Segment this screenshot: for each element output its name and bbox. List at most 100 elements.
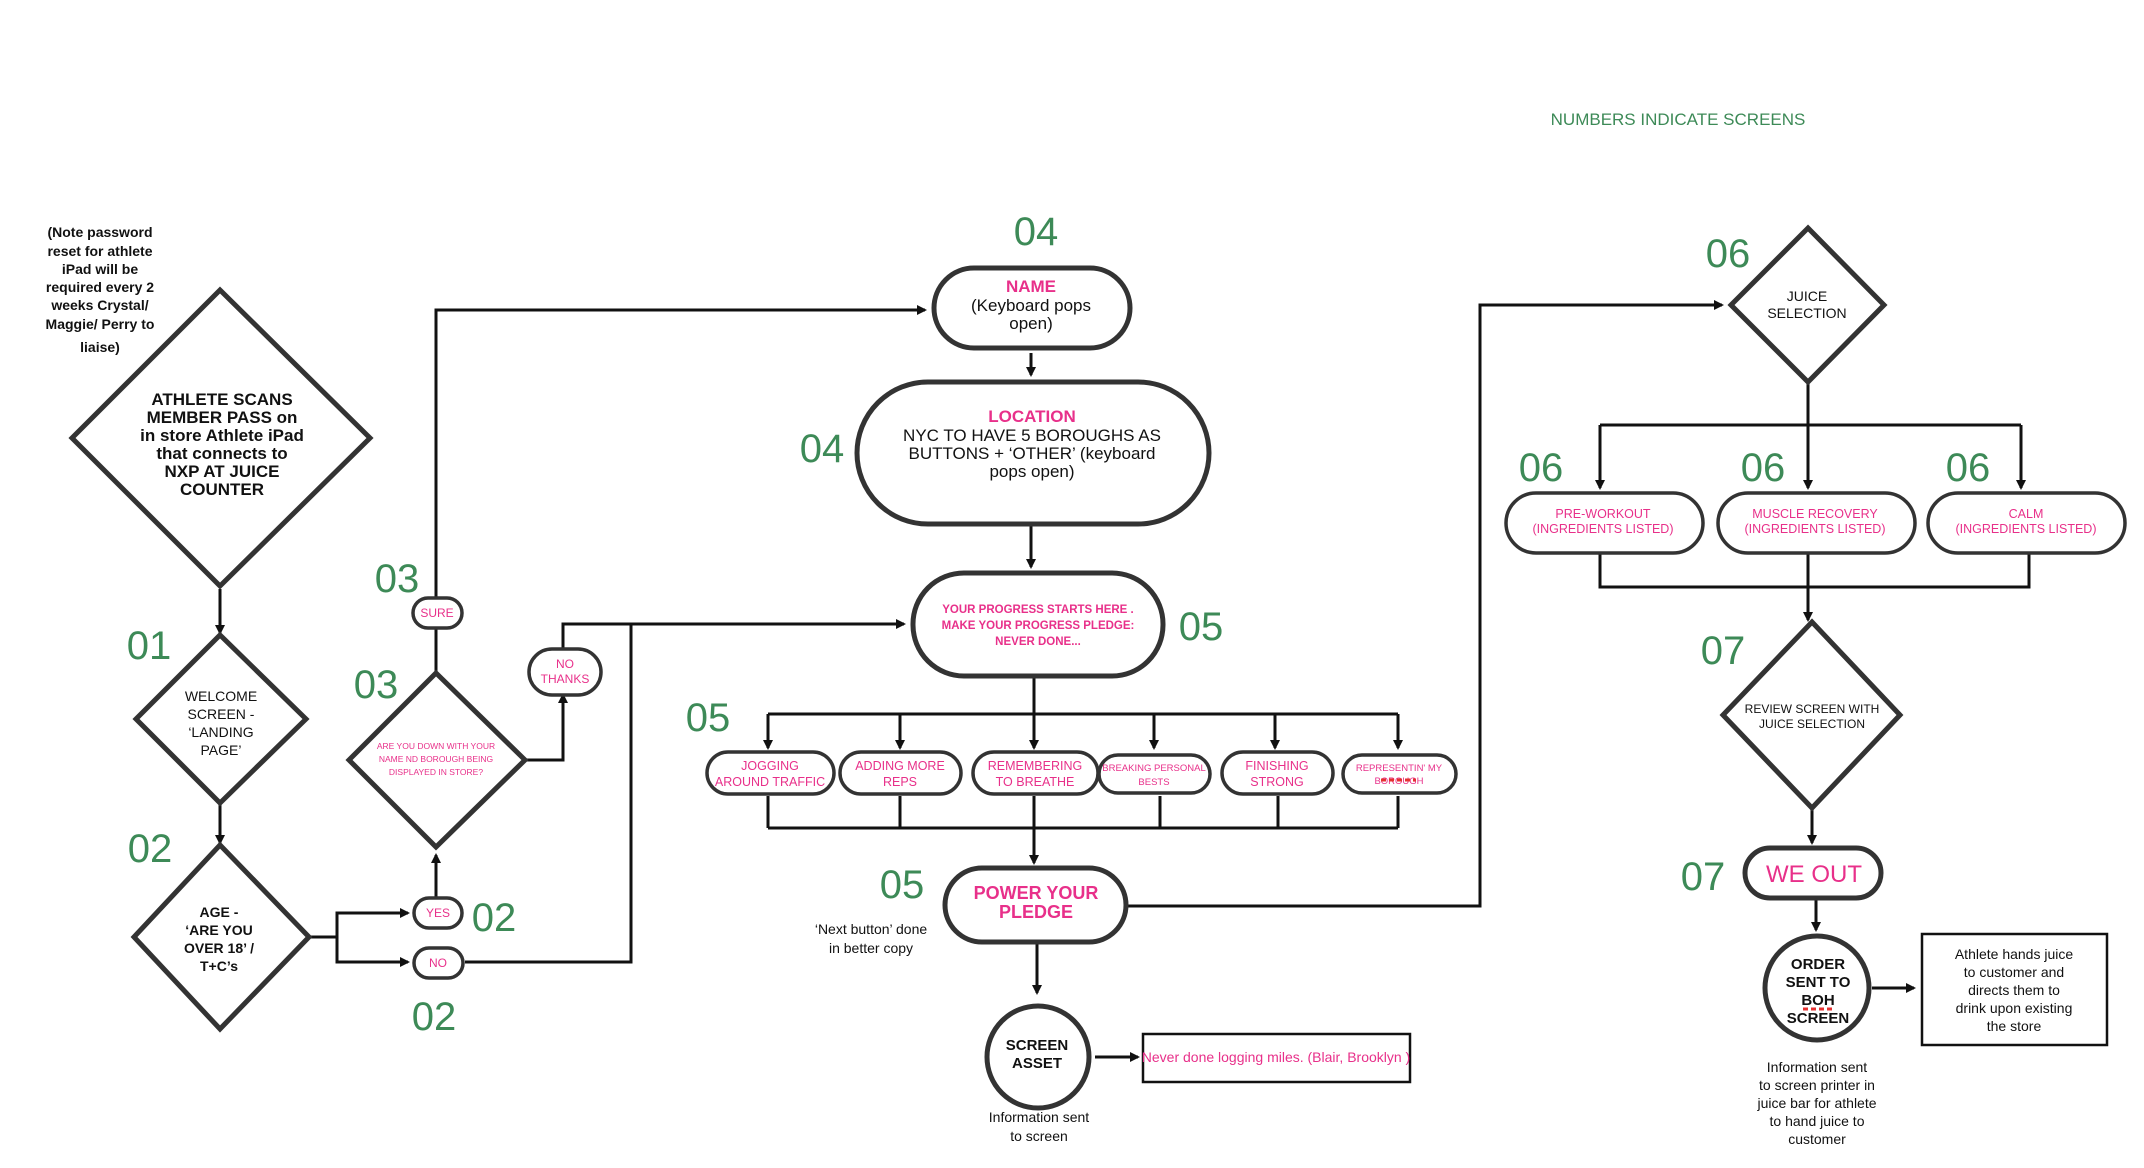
svg-text:JUICE SELECTION: JUICE SELECTION <box>1759 717 1865 731</box>
calm-label: (INGREDIENTS LISTED) <box>1956 522 2097 536</box>
svg-text:that connects to: that connects to <box>156 444 287 463</box>
screen-number: 06 <box>1946 446 1991 490</box>
svg-text:to hand juice to: to hand juice to <box>1770 1113 1865 1129</box>
option-label: TO BREATHE <box>996 775 1075 789</box>
svg-text:AGE -: AGE - <box>200 904 239 920</box>
muscle-label: (INGREDIENTS LISTED) <box>1745 522 1886 536</box>
screen-number: 03 <box>354 663 399 707</box>
note-text: (Note password reset for athlete iPad wi… <box>46 224 155 355</box>
scan-diamond <box>68 286 374 590</box>
svg-text:POWER YOUR: POWER YOUR <box>974 883 1099 903</box>
no-label: NO <box>429 956 447 970</box>
svg-text:the store: the store <box>1987 1018 2042 1034</box>
option-node-2 <box>838 750 963 796</box>
edge-no-pledge <box>465 619 906 964</box>
yes-node <box>412 896 464 930</box>
next-note-text: ‘Next button’ done in better copy <box>815 921 928 956</box>
preworkout-label: (INGREDIENTS LISTED) <box>1533 522 1674 536</box>
screen-number: 06 <box>1741 446 1786 490</box>
svg-text:MAKE YOUR PROGRESS PLEDGE:: MAKE YOUR PROGRESS PLEDGE: <box>942 620 1135 632</box>
svg-text:LOCATION: LOCATION <box>988 407 1076 426</box>
welcome-text: WELCOME SCREEN - ‘LANDING PAGE’ <box>185 688 257 758</box>
screen-asset-text: SCREEN ASSET <box>1006 1037 1069 1072</box>
screen-asset-node <box>984 1003 1092 1111</box>
svg-text:DISPLAYED IN STORE?: DISPLAYED IN STORE? <box>389 767 483 777</box>
asset-note-text: Information sent to screen <box>989 1109 1089 1144</box>
option-label: REPS <box>883 775 917 789</box>
edge-power-juice <box>1128 300 1724 908</box>
legend-text: NUMBERS INDICATE SCREENS <box>1551 110 1806 129</box>
svg-text:open): open) <box>1009 314 1052 333</box>
screen-number: 06 <box>1519 446 1564 490</box>
pledge-text: YOUR PROGRESS STARTS HERE . MAKE YOUR PR… <box>942 604 1135 648</box>
option-label: REPRESENTIN' MY <box>1356 763 1443 774</box>
svg-text:Information sent: Information sent <box>989 1109 1089 1125</box>
name-node <box>931 265 1133 351</box>
muscle-label: MUSCLE RECOVERY <box>1752 507 1878 521</box>
welcome-diamond <box>132 631 310 807</box>
age-text: AGE - ‘ARE YOU OVER 18’ / T+C’s <box>184 904 254 974</box>
edge-age-yes <box>335 908 410 937</box>
svg-text:Maggie/ Perry to: Maggie/ Perry to <box>46 316 155 332</box>
svg-text:JUICE: JUICE <box>1787 288 1827 304</box>
power-node <box>942 865 1129 945</box>
order-node <box>1762 933 1872 1043</box>
svg-text:directs them to: directs them to <box>1968 982 2060 998</box>
edge-nothanks-pledge <box>561 622 631 650</box>
scan-text: ATHLETE SCANS MEMBER PASS on in store At… <box>140 390 304 499</box>
svg-text:PLEDGE: PLEDGE <box>999 902 1073 922</box>
option-label: ADDING MORE <box>855 759 945 773</box>
edge-down-nothanks <box>525 693 568 762</box>
quote-box <box>1141 1032 1412 1084</box>
preworkout-node <box>1504 491 1705 555</box>
screen-number: 07 <box>1701 629 1746 673</box>
svg-text:YOUR PROGRESS STARTS HERE .: YOUR PROGRESS STARTS HERE . <box>942 604 1133 616</box>
review-text: REVIEW SCREEN WITH JUICE SELECTION <box>1745 702 1880 731</box>
option-label: STRONG <box>1250 775 1303 789</box>
svg-text:‘ARE YOU: ‘ARE YOU <box>185 922 252 938</box>
option-label: REMEMBERING <box>988 759 1082 773</box>
quote-text: Never done logging miles. (Blair, Brookl… <box>1142 1049 1410 1065</box>
option-node-6 <box>1341 753 1458 795</box>
shapes <box>68 224 1904 1111</box>
svg-text:to screen printer in: to screen printer in <box>1759 1077 1875 1093</box>
svg-text:WELCOME: WELCOME <box>185 688 257 704</box>
screen-number: 02 <box>472 896 517 940</box>
svg-text:SELECTION: SELECTION <box>1767 305 1846 321</box>
svg-text:COUNTER: COUNTER <box>180 480 264 499</box>
sure-label: SURE <box>420 606 453 620</box>
svg-text:customer: customer <box>1788 1131 1846 1147</box>
option-node-5 <box>1220 750 1335 796</box>
power-text: POWER YOUR PLEDGE <box>974 883 1099 922</box>
svg-text:OVER 18’ /: OVER 18’ / <box>184 940 254 956</box>
connectors <box>215 300 2031 1062</box>
location-text: LOCATION NYC TO HAVE 5 BOROUGHS AS BUTTO… <box>903 407 1161 481</box>
muscle-node <box>1716 491 1917 555</box>
option-node-4 <box>1097 753 1212 795</box>
svg-text:pops open): pops open) <box>989 462 1074 481</box>
svg-text:to screen: to screen <box>1010 1128 1068 1144</box>
order-note-text: Information sent to screen printer in ju… <box>1756 1059 1876 1147</box>
svg-text:NAME: NAME <box>1006 277 1056 296</box>
svg-text:juice bar for athlete: juice bar for athlete <box>1756 1095 1876 1111</box>
svg-text:iPad will be: iPad will be <box>62 261 138 277</box>
option-node-1 <box>705 750 836 796</box>
no-thanks-label-2: THANKS <box>541 672 590 686</box>
edge-sure-name <box>434 305 927 598</box>
age-diamond <box>130 841 313 1033</box>
svg-text:ATHLETE SCANS: ATHLETE SCANS <box>151 390 292 409</box>
svg-text:ARE YOU DOWN WITH YOUR: ARE YOU DOWN WITH YOUR <box>377 741 495 751</box>
svg-text:reset for athlete: reset for athlete <box>47 243 152 259</box>
svg-text:(Keyboard pops: (Keyboard pops <box>971 296 1091 315</box>
calm-label: CALM <box>2009 507 2044 521</box>
svg-text:(Note password: (Note password <box>47 224 152 240</box>
are-you-down-text: ARE YOU DOWN WITH YOUR NAME ND BOROUGH B… <box>377 741 495 777</box>
athlete-hands-text: Athlete hands juice to customer and dire… <box>1955 946 2074 1034</box>
screen-number: 06 <box>1706 232 1751 276</box>
screen-number: 02 <box>128 827 173 871</box>
athlete-hands-box <box>1920 932 2109 1047</box>
are-you-down-diamond <box>345 669 529 851</box>
svg-text:NEVER DONE...: NEVER DONE... <box>995 636 1081 648</box>
order-text: ORDER SENT TO BOH SCREEN <box>1786 956 1851 1027</box>
